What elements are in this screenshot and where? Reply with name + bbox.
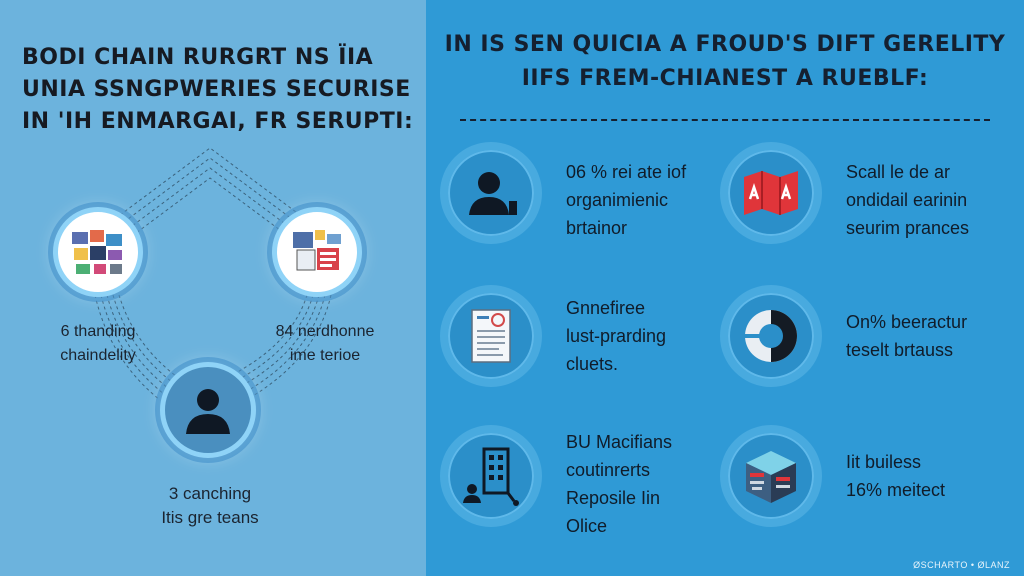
left-title: BODI CHAIN RURGRT NS ÏIA UNIA SSNGPWERIE… xyxy=(22,42,414,138)
title-divider xyxy=(460,119,990,121)
item-icon-circle xyxy=(448,293,534,379)
right-title-line: IIFS FREM-CHIANEST A RUEBLF: xyxy=(521,66,929,91)
left-title-line: BODI CHAIN RURGRT NS ÏIA xyxy=(22,45,374,70)
left-title-line: IN 'IH ENMARGAI, FR SERUPTI: xyxy=(22,109,414,134)
person-icon xyxy=(469,172,517,215)
cube-network-icon xyxy=(746,451,796,503)
item-icon-circle xyxy=(728,293,814,379)
item-icon-circle xyxy=(448,433,534,519)
pie-chart-icon xyxy=(745,310,797,362)
credit-text: ØSCHARTO • ØLANZ xyxy=(913,560,1010,570)
item-icon-circle xyxy=(448,150,534,236)
chain-node-person xyxy=(160,362,256,458)
person-icon xyxy=(186,389,230,434)
building-user-icon xyxy=(463,447,519,506)
right-title-line: IN IS SEN QUICIA A FROUD'S DIFT GERELITY xyxy=(444,32,1006,57)
item-icon-circle xyxy=(728,150,814,236)
chain-node-documents xyxy=(272,207,362,297)
item-icon-circle xyxy=(728,433,814,519)
map-icon xyxy=(744,171,798,215)
document-icon xyxy=(471,309,511,363)
chain-links xyxy=(94,147,332,401)
photo-collage-icon xyxy=(72,230,122,274)
left-title-line: UNIA SSNGPWERIES SECURISE xyxy=(22,77,411,102)
right-title: IN IS SEN QUICIA A FROUD'S DIFT GERELITY… xyxy=(440,28,1010,96)
chain-node-gallery xyxy=(53,207,143,297)
documents-icon xyxy=(293,230,341,271)
